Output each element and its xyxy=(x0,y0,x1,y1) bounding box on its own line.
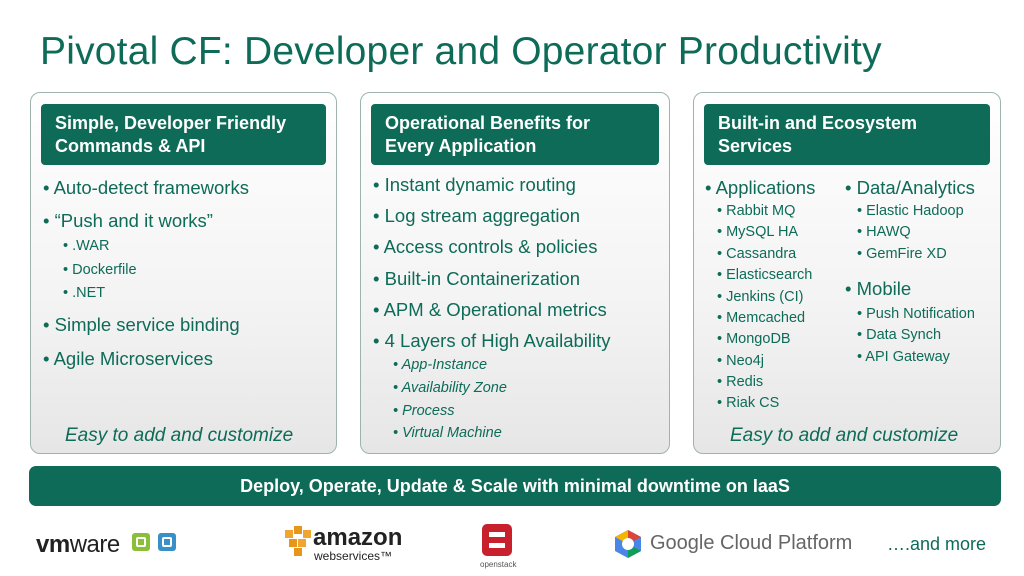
vsphere-icons xyxy=(131,533,176,551)
list-item: • Instant dynamic routing xyxy=(373,174,576,195)
list-item: • Cassandra xyxy=(717,246,797,262)
page-title: Pivotal CF: Developer and Operator Produ… xyxy=(40,30,882,73)
list-item: • GemFire XD xyxy=(857,246,947,262)
list-item: • App-Instance xyxy=(393,357,488,373)
vmware-logo-ware: ware xyxy=(69,531,121,558)
aws-cubes-icon xyxy=(285,526,311,556)
list-item: • Log stream aggregation xyxy=(373,205,581,226)
list-item: • Riak CS xyxy=(717,395,780,411)
list-item: • Neo4j xyxy=(717,353,764,369)
header-line-2: Commands & API xyxy=(55,136,206,156)
list-item: • Elasticsearch xyxy=(717,267,813,283)
list-item: • “Push and it works” xyxy=(43,210,213,231)
list-item: • Availability Zone xyxy=(393,380,507,396)
google-cloud-platform-logo: Google Cloud Platform xyxy=(612,528,852,565)
list-item: • Push Notification xyxy=(857,306,975,322)
header-line-2: Services xyxy=(718,136,793,156)
list-item: • Redis xyxy=(717,374,764,390)
amazon-wordmark: amazon xyxy=(313,524,403,551)
list-item: • Rabbit MQ xyxy=(717,203,796,219)
panel-developer-header: Simple, Developer Friendly Commands & AP… xyxy=(41,104,326,165)
panel-footer: Easy to add and customize xyxy=(65,425,294,446)
list-item: • Access controls & policies xyxy=(373,236,598,257)
vmware-logo-vm: vm xyxy=(36,531,70,558)
list-item: • MySQL HA xyxy=(717,224,799,240)
panel-ecosystem: Built-in and Ecosystem Services • Applic… xyxy=(693,92,1001,454)
list-item: • Auto-detect frameworks xyxy=(43,177,249,198)
list-item: • Memcached xyxy=(717,310,806,326)
list-item: • Jenkins (CI) xyxy=(717,289,804,305)
list-item: • Data/Analytics xyxy=(845,177,975,198)
deploy-banner: Deploy, Operate, Update & Scale with min… xyxy=(29,466,1001,506)
list-item: • Applications xyxy=(705,177,816,198)
list-item: • Data Synch xyxy=(857,327,942,343)
panel-operational-header: Operational Benefits for Every Applicati… xyxy=(371,104,659,165)
header-line-1: Built-in and Ecosystem xyxy=(718,113,918,133)
openstack-wordmark: openstack xyxy=(480,560,517,569)
list-item: • Mobile xyxy=(845,278,912,299)
list-item: • 4 Layers of High Availability xyxy=(373,330,611,351)
openstack-logo: openstack xyxy=(476,520,516,569)
list-item: • Virtual Machine xyxy=(393,425,502,441)
header-line-1: Simple, Developer Friendly xyxy=(55,113,287,133)
list-item: • .WAR xyxy=(63,238,110,254)
list-item: • API Gateway xyxy=(857,349,950,365)
list-item: • HAWQ xyxy=(857,224,911,240)
list-item: • Process xyxy=(393,403,455,419)
list-item: • .NET xyxy=(63,285,106,301)
google-cloud-hexagon-icon xyxy=(615,530,641,558)
webservices-wordmark: webservices™ xyxy=(314,549,393,563)
vmware-logo: vmware xyxy=(36,530,180,559)
openstack-icon xyxy=(482,524,512,556)
header-line-2: Every Application xyxy=(385,136,537,156)
list-item: • Simple service binding xyxy=(43,314,240,335)
google-cloud-wordmark: Google Cloud Platform xyxy=(650,532,853,554)
list-item: • MongoDB xyxy=(717,331,791,347)
list-item: • Elastic Hadoop xyxy=(857,203,964,219)
and-more-text: ….and more xyxy=(887,534,987,554)
panel-footer: Easy to add and customize xyxy=(730,425,959,446)
list-item: • Dockerfile xyxy=(63,262,137,278)
header-line-1: Operational Benefits for xyxy=(385,113,591,133)
panel-developer: Simple, Developer Friendly Commands & AP… xyxy=(30,92,337,454)
list-item: • APM & Operational metrics xyxy=(373,299,607,320)
list-item: • Agile Microservices xyxy=(43,348,213,369)
panel-operational: Operational Benefits for Every Applicati… xyxy=(360,92,670,454)
list-item: • Built-in Containerization xyxy=(373,268,580,289)
panel-ecosystem-header: Built-in and Ecosystem Services xyxy=(704,104,990,165)
